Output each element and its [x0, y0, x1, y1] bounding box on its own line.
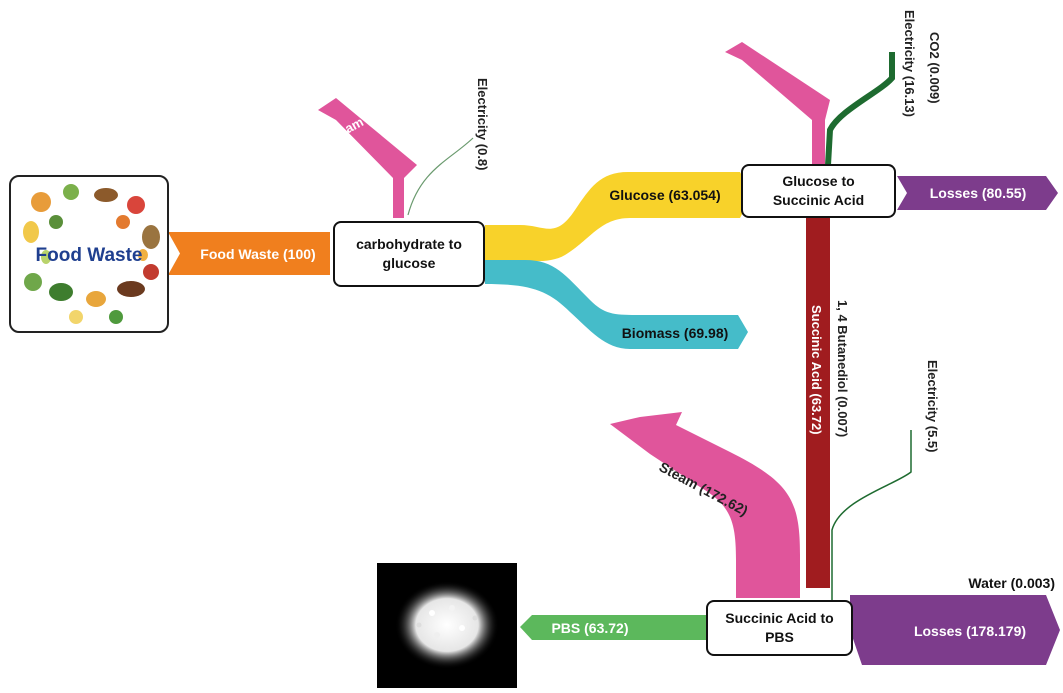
losses-1-flow-label: Losses (80.55) [930, 185, 1027, 201]
electricity-1-flow [407, 137, 474, 216]
butanediol-flow-label: 1, 4 Butanediol (0.007) [835, 300, 850, 437]
steam-3-flow [610, 412, 800, 598]
pbs-flow-label: PBS (63.72) [551, 620, 628, 636]
water-flow-label: Water (0.003) [968, 575, 1055, 591]
food-waste-image-label: Food Waste [35, 245, 143, 266]
node-carbohydrate-to-glucose: carbohydrate to glucose [333, 221, 485, 287]
node-glucose-to-succinic-acid: Glucose to Succinic Acid [741, 164, 896, 218]
succinic-acid-flow-label: Succinic Acid (63.72) [809, 305, 824, 435]
pbs-flow [520, 615, 706, 640]
steam-2-flow [725, 42, 830, 165]
succinic-acid-flow [806, 218, 830, 588]
glucose-flow-label: Glucose (63.054) [609, 187, 720, 203]
steam-1-flow [318, 98, 417, 218]
glucose-flow [485, 172, 752, 262]
losses-2-flow-label: Losses (178.179) [914, 623, 1026, 639]
pbs-pellets-image [377, 563, 517, 688]
losses-2-flow [850, 595, 1060, 665]
node-succinic-acid-to-pbs: Succinic Acid to PBS [706, 600, 853, 656]
electricity-1-flow-label: Electricity (0.8) [475, 78, 490, 171]
food-waste-image: Food Waste [9, 175, 169, 333]
food-waste-illustration [23, 184, 160, 324]
food-waste-flow-label: Food Waste (100) [200, 246, 315, 262]
co2-flow-label: CO2 (0.009) [927, 32, 942, 104]
biomass-flow-label: Biomass (69.98) [622, 325, 729, 341]
electricity-3-flow [831, 430, 912, 600]
losses-1-flow [897, 176, 1058, 210]
electricity-2-flow [825, 52, 895, 166]
electricity-3-flow-label: Electricity (5.5) [925, 360, 940, 453]
pbs-pellets-illustration [395, 581, 499, 669]
food-waste-flow [168, 232, 330, 275]
electricity-2-flow-label: Electricity (16.13) [902, 10, 917, 117]
biomass-flow [485, 260, 748, 349]
